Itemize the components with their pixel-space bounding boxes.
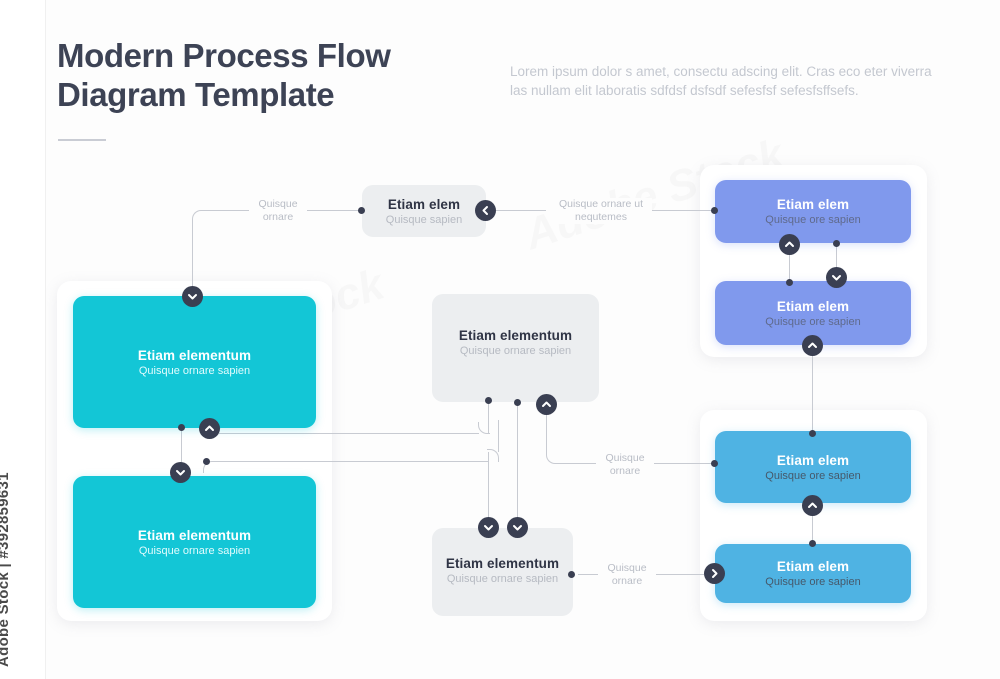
connector-line	[517, 402, 519, 520]
page-subtitle: Lorem ipsum dolor s amet, consectu adsci…	[510, 64, 932, 98]
connector-line	[192, 222, 194, 292]
edge-label-middle-right: Quisque ornare	[596, 452, 654, 478]
connector-dot	[711, 460, 718, 467]
connector-corner	[546, 452, 558, 464]
chevron-down-icon[interactable]	[478, 517, 499, 538]
connector-dot	[178, 424, 185, 431]
chevron-up-icon[interactable]	[802, 495, 823, 516]
connector-line	[812, 503, 814, 545]
connector-line	[578, 574, 604, 576]
connector-line	[836, 243, 838, 281]
node-title: Etiam elem	[776, 298, 850, 314]
connector-line	[546, 414, 548, 454]
node-title: Etiam elem	[776, 559, 850, 574]
node-purple-1[interactable]: Etiam elem Quisque ore sapien	[715, 180, 911, 243]
connector-line	[488, 452, 490, 520]
edge-label-top-right: Quisque ornare ut nequtemes	[550, 198, 652, 224]
connector-dot	[203, 458, 210, 465]
connector-dot	[809, 430, 816, 437]
edge-label-top-left: Quisque ornare	[249, 198, 307, 224]
connector-dot	[833, 240, 840, 247]
chevron-down-icon[interactable]	[826, 267, 847, 288]
connector-line	[789, 243, 791, 285]
node-purple-2[interactable]: Etiam elem Quisque ore sapien	[715, 281, 911, 345]
chevron-up-icon[interactable]	[779, 234, 800, 255]
connector-line	[650, 210, 714, 212]
node-title: Etiam elem	[776, 452, 850, 468]
node-grey-bottom[interactable]: Etiam elementum Quisque ornare sapien	[432, 528, 573, 616]
node-teal-2[interactable]: Etiam elementum Quisque ornare sapien	[73, 476, 316, 608]
title-underline-rule	[58, 139, 106, 141]
node-title: Etiam elementum	[137, 347, 252, 363]
connector-corner	[478, 422, 490, 434]
watermark-label: Adobe Stock | #392859631	[0, 472, 12, 667]
node-subtitle: Quisque ore sapien	[765, 469, 861, 482]
chevron-left-icon[interactable]	[475, 200, 496, 221]
connector-line	[496, 210, 546, 212]
node-subtitle: Quisque sapien	[385, 213, 463, 226]
chevron-up-icon[interactable]	[536, 394, 557, 415]
connector-dot	[568, 571, 575, 578]
connector-line	[654, 574, 704, 576]
node-subtitle: Quisque ornare sapien	[138, 364, 251, 377]
chevron-down-icon[interactable]	[507, 517, 528, 538]
page-title: Modern Process Flow Diagram Template	[57, 37, 391, 113]
connector-dot	[514, 399, 521, 406]
edge-label-bottom-right: Quisque ornare	[598, 562, 656, 588]
node-subtitle: Quisque ornare sapien	[446, 573, 559, 585]
chevron-right-icon[interactable]	[704, 563, 725, 584]
chevron-up-icon[interactable]	[199, 418, 220, 439]
connector-line	[812, 345, 814, 435]
node-teal-1[interactable]: Etiam elementum Quisque ornare sapien	[73, 296, 316, 428]
node-title: Etiam elementum	[458, 328, 573, 343]
node-blue-2[interactable]: Etiam elem Quisque ore sapien	[715, 544, 911, 603]
connector-line	[488, 400, 490, 434]
chevron-up-icon[interactable]	[802, 335, 823, 356]
node-subtitle: Quisque ore sapien	[765, 576, 861, 588]
node-subtitle: Quisque ore sapien	[765, 214, 861, 226]
connector-line	[498, 420, 500, 452]
node-subtitle: Quisque ore sapien	[765, 315, 861, 328]
connector-line	[181, 427, 183, 464]
connector-dot	[485, 397, 492, 404]
connector-corner	[487, 449, 499, 462]
node-title: Etiam elementum	[445, 556, 560, 571]
node-blue-1[interactable]: Etiam elem Quisque ore sapien	[715, 431, 911, 503]
node-grey-middle[interactable]: Etiam elementum Quisque ornare sapien	[432, 294, 599, 402]
connector-line	[213, 461, 489, 463]
connector-dot	[786, 279, 793, 286]
chevron-down-icon[interactable]	[182, 286, 203, 307]
connector-line	[306, 210, 362, 212]
node-subtitle: Quisque ornare sapien	[459, 345, 572, 357]
connector-line	[219, 433, 479, 435]
connector-corner	[192, 210, 204, 224]
node-subtitle: Quisque ornare sapien	[138, 544, 251, 557]
connector-line	[653, 463, 714, 465]
connector-dot	[358, 207, 365, 214]
node-top-center[interactable]: Etiam elem Quisque sapien	[362, 185, 486, 237]
node-title: Etiam elementum	[137, 527, 252, 543]
node-title: Etiam elem	[776, 197, 850, 212]
connector-line	[202, 210, 254, 212]
watermark-strip: Adobe Stock | #392859631	[0, 0, 46, 679]
node-title: Etiam elem	[387, 196, 461, 212]
connector-dot	[809, 540, 816, 547]
chevron-down-icon[interactable]	[170, 462, 191, 483]
connector-line	[557, 463, 597, 465]
connector-dot	[711, 207, 718, 214]
